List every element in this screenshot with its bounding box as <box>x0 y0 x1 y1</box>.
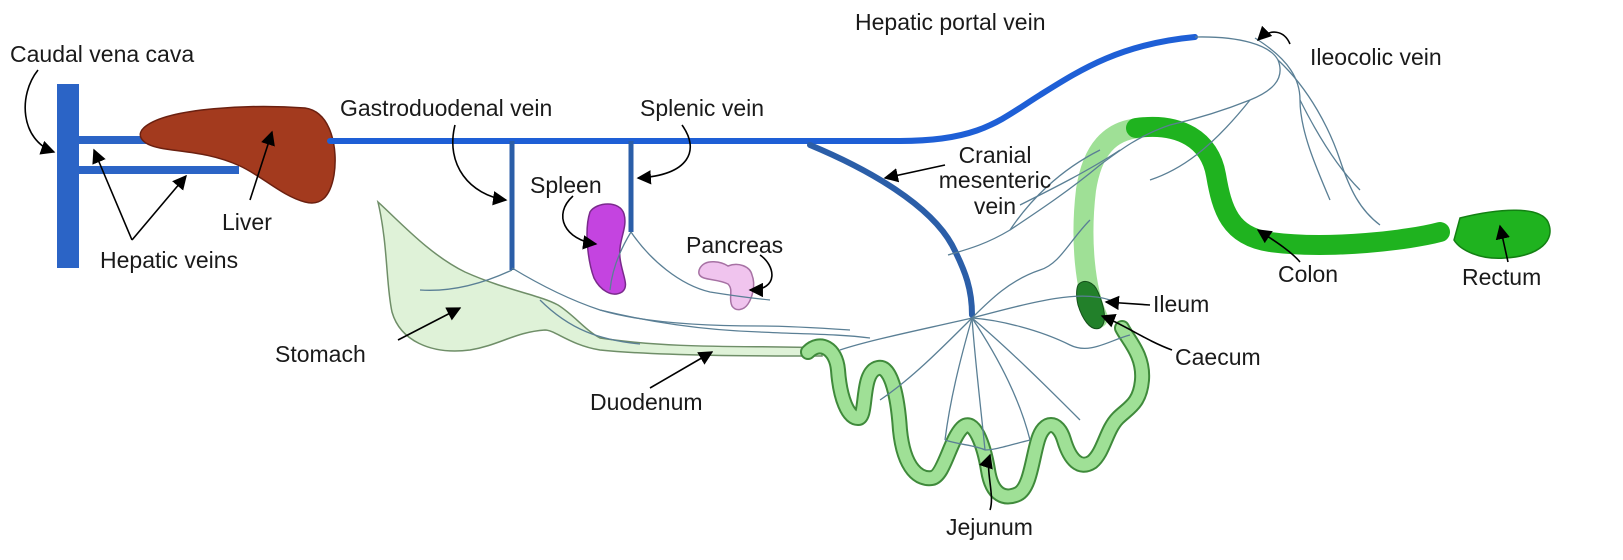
label-cranial-mesenteric-line1: Cranial <box>935 143 1055 168</box>
label-splenic-vein: Splenic vein <box>640 96 764 121</box>
colon-shape <box>1136 127 1440 245</box>
liver-shape <box>140 107 335 203</box>
label-ileocolic-vein: Ileocolic vein <box>1310 45 1442 70</box>
label-cranial-mesenteric-vein: Cranial mesenteric vein <box>935 143 1055 219</box>
label-liver: Liver <box>222 210 272 235</box>
label-hepatic-portal-vein: Hepatic portal vein <box>855 10 1046 35</box>
pointer-hepatic-veins-2 <box>132 176 186 240</box>
pointer-duodenum <box>650 352 712 388</box>
label-ileum: Ileum <box>1153 292 1209 317</box>
label-hepatic-veins: Hepatic veins <box>100 248 238 273</box>
caudal-vena-cava-vessel <box>57 84 79 268</box>
pointer-caudal-vena-cava <box>25 70 54 152</box>
label-stomach: Stomach <box>275 342 366 367</box>
label-spleen: Spleen <box>530 173 602 198</box>
label-cranial-mesenteric-line2: mesenteric <box>935 168 1055 193</box>
spleen-shape <box>587 204 625 294</box>
label-cranial-mesenteric-line3: vein <box>935 194 1055 219</box>
label-pancreas: Pancreas <box>686 233 783 258</box>
label-jejunum: Jejunum <box>946 515 1033 540</box>
pointer-hepatic-portal-vein <box>1258 32 1290 44</box>
label-caecum: Caecum <box>1175 345 1261 370</box>
pancreas-shape <box>699 262 754 310</box>
label-gastroduodenal-vein: Gastroduodenal vein <box>340 96 552 121</box>
pointer-ileum <box>1106 302 1150 305</box>
pointer-hepatic-veins-1 <box>94 150 132 240</box>
hepatic-portal-vein-vessel <box>330 37 1195 141</box>
label-duodenum: Duodenum <box>590 390 703 415</box>
pointer-splenic-vein <box>638 125 690 178</box>
label-colon: Colon <box>1278 262 1338 287</box>
label-caudal-vena-cava: Caudal vena cava <box>10 42 194 67</box>
label-rectum: Rectum <box>1462 265 1541 290</box>
caecum-shape <box>1077 281 1105 328</box>
pointer-gastroduodenal-vein <box>453 125 506 200</box>
